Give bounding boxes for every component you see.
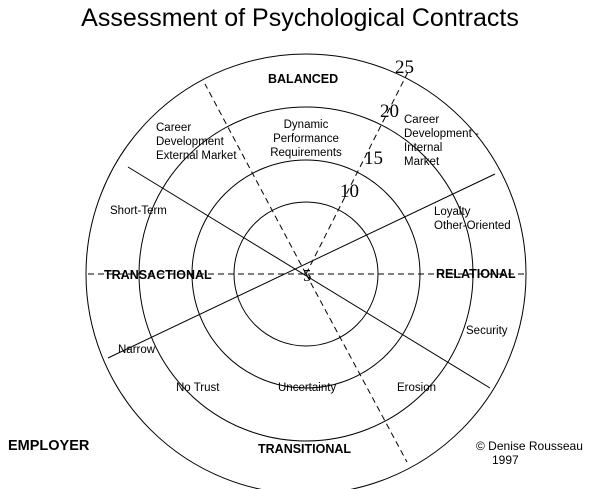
label-dynamic-performance: Dynamic Performance Requirements	[270, 119, 342, 159]
dashed-axis-lower	[305, 273, 408, 463]
quadrant-relational: RELATIONAL	[436, 267, 516, 281]
dashed-axis-upper	[204, 83, 307, 275]
quadrant-transitional: TRANSITIONAL	[258, 442, 352, 456]
label-short-term: Short-Term	[110, 205, 167, 217]
scale-20: 20	[380, 101, 399, 122]
label-career-internal: Career Development - Internal Market	[404, 114, 479, 168]
divider-line-a	[127, 166, 491, 389]
scale-10: 10	[340, 181, 359, 202]
page-title: Assessment of Psychological Contracts	[81, 4, 519, 32]
label-erosion: Erosion	[397, 382, 436, 394]
dashed-axis-scale	[305, 71, 409, 275]
label-loyalty: Loyalty Other-Oriented	[434, 206, 511, 232]
label-no-trust: No Trust	[176, 382, 220, 394]
label-security: Security	[466, 325, 508, 337]
label-uncertainty: Uncertainty	[278, 382, 337, 394]
divider-line-b	[107, 173, 496, 359]
label-career-external: Career Development External Market	[156, 122, 237, 162]
label-narrow: Narrow	[118, 344, 156, 356]
copyright: © Denise Rousseau 1997	[476, 439, 583, 467]
ring-25	[85, 53, 527, 489]
scale-5: 5	[303, 266, 312, 285]
employer-label: EMPLOYER	[8, 438, 90, 454]
quadrant-balanced: BALANCED	[268, 72, 339, 86]
scale-25: 25	[395, 57, 414, 78]
scale-15: 15	[364, 148, 383, 169]
quadrant-transactional: TRANSACTIONAL	[104, 268, 212, 282]
